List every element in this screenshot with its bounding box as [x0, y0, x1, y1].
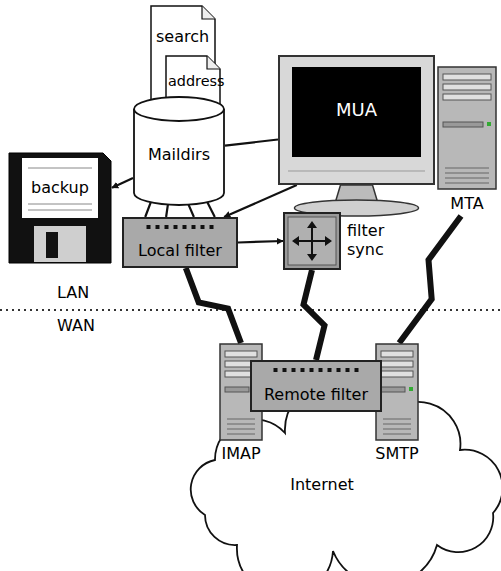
- shape-part: [381, 387, 405, 392]
- shape-part: [192, 225, 196, 229]
- shape-part: [383, 424, 411, 425]
- shape-part: [381, 371, 413, 377]
- network-link: [399, 216, 461, 343]
- sync-box: filter sync: [283, 212, 341, 270]
- shape-part: [283, 368, 287, 372]
- shape-part: [210, 225, 214, 229]
- shape-part: [227, 434, 255, 435]
- shape-part: [207, 56, 220, 69]
- shape-part: [443, 84, 491, 90]
- shape-part: [288, 217, 336, 265]
- shape-part: [34, 226, 86, 262]
- node-label: Local filter: [122, 241, 238, 260]
- shape-part: [292, 368, 296, 372]
- shape-part: [134, 109, 224, 205]
- shape-part: [443, 94, 491, 100]
- shape-part: [165, 225, 169, 229]
- shape-part: [147, 225, 151, 229]
- connector-line: [238, 241, 283, 243]
- shape-part: [225, 387, 249, 392]
- shape-part: [227, 419, 255, 420]
- filter-box: Local filter: [122, 217, 238, 268]
- network-link: [304, 270, 325, 360]
- shape-part: [251, 361, 381, 411]
- shape-part: [274, 368, 278, 372]
- shape-part: [183, 225, 187, 229]
- sync-box-outline: [283, 212, 341, 270]
- connector-line: [225, 140, 278, 146]
- server-tower-outline: [437, 66, 497, 216]
- node-label: backup: [22, 178, 98, 197]
- shape-part: [383, 419, 411, 420]
- shape-part: [22, 158, 98, 218]
- shape-part: [201, 225, 205, 229]
- shape-part: [279, 56, 434, 184]
- network-link: [186, 268, 241, 343]
- shape-part: [445, 183, 489, 184]
- shape-part: [383, 429, 411, 430]
- node-label: MTA: [437, 194, 497, 213]
- shape-part: [445, 178, 489, 179]
- shape-part: [443, 74, 491, 80]
- shape-part: [355, 368, 359, 372]
- shape-part: [487, 122, 491, 126]
- shape-part: [445, 173, 489, 174]
- shape-part: [134, 97, 224, 121]
- floppy-disk-outline: [8, 152, 112, 264]
- shape-part: [284, 213, 340, 269]
- shape-part: [381, 351, 413, 357]
- shape-part: [438, 67, 496, 189]
- node-label: Remote filter: [250, 385, 382, 404]
- zone-label: LAN: [57, 283, 89, 302]
- connector-line: [112, 178, 133, 188]
- shape-part: [202, 6, 215, 19]
- shape-part: [376, 344, 418, 440]
- zone-label: WAN: [57, 316, 95, 335]
- floppy-disk: backup: [8, 152, 112, 264]
- shape-part: [445, 168, 489, 169]
- shape-part: [301, 368, 305, 372]
- shape-part: [28, 204, 92, 205]
- node-label: filter sync: [347, 221, 397, 259]
- shape-part: [9, 153, 111, 263]
- shape-part: [123, 218, 237, 267]
- shape-part: [28, 168, 92, 169]
- shape-part: [227, 424, 255, 425]
- filter-box: Remote filter: [250, 360, 382, 412]
- shape-part: [156, 225, 160, 229]
- shape-part: [409, 387, 413, 391]
- node-label: Internet: [267, 475, 377, 494]
- shape-part: [346, 368, 350, 372]
- database-cylinder: Maildirs: [133, 97, 225, 205]
- shape-part: [227, 429, 255, 430]
- shape-part: [443, 122, 483, 127]
- shape-part: [28, 210, 92, 211]
- node-label: search: [156, 27, 212, 46]
- shape-part: [310, 368, 314, 372]
- shape-part: [46, 232, 58, 258]
- shape-part: [292, 221, 332, 261]
- shape-part: [328, 368, 332, 372]
- node-label: MUA: [278, 99, 435, 121]
- shape-part: [381, 361, 413, 367]
- shape-part: [225, 351, 257, 357]
- shape-part: [295, 224, 329, 258]
- shape-part: [337, 368, 341, 372]
- server-tower: MTA: [437, 66, 497, 216]
- monitor-icon: MUA: [278, 55, 435, 185]
- node-label: Maildirs: [133, 145, 225, 164]
- shape-part: [174, 225, 178, 229]
- node-label: IMAP: [209, 444, 273, 463]
- node-label: address: [168, 73, 220, 90]
- shape-part: [319, 368, 323, 372]
- shape-part: [383, 434, 411, 435]
- node-label: SMTP: [365, 444, 429, 463]
- shape-part: [288, 171, 425, 172]
